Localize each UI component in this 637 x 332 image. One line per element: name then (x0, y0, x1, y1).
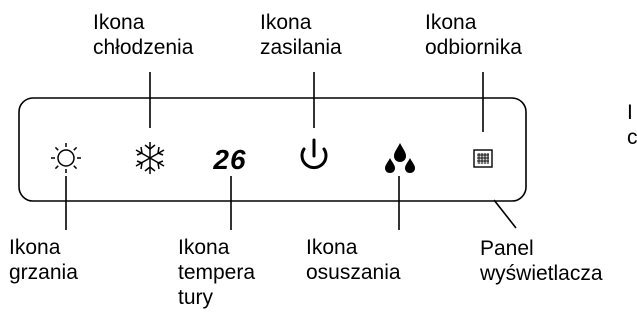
drying-label-line-1: Ikona (306, 236, 358, 259)
heating-label-line-2: grzania (9, 261, 78, 284)
receiver-icon-label: Ikona odbiornika (425, 10, 522, 60)
cooling-label-line-1: Ikona (93, 11, 145, 34)
sun-icon (51, 143, 81, 173)
drying-icon-label: Ikona osuszania (306, 235, 401, 285)
display-panel-outline (18, 97, 527, 202)
receiver-label-line-1: Ikona (425, 11, 477, 34)
receiver-grid-icon (473, 149, 493, 168)
edge-fragment-line-1: I (627, 101, 633, 124)
power-icon (300, 138, 328, 170)
heating-label-line-1: Ikona (9, 236, 61, 259)
temperature-label-line-2: tempera (178, 261, 256, 284)
drying-label-line-2: osuszania (306, 261, 401, 284)
power-label-line-2: zasilania (260, 36, 342, 59)
temperature-label-line-3: tury (178, 286, 214, 309)
edge-fragment-line-2: c (627, 126, 637, 149)
temperature-icon-label: Ikona tempera tury (178, 235, 255, 310)
panel-label-line-2: wyświetlacza (480, 262, 603, 285)
heating-icon-label: Ikona grzania (9, 235, 78, 285)
panel-leader-line (493, 199, 517, 229)
cooling-icon-label: Ikona chłodzenia (93, 10, 193, 60)
display-panel-label: Panel wyświetlacza (480, 236, 603, 286)
snowflake-icon (135, 142, 165, 174)
temperature-readout: 26 (212, 144, 246, 175)
power-label-line-1: Ikona (260, 11, 312, 34)
power-icon-label: Ikona zasilania (260, 10, 342, 60)
edge-text-fragment: I c (627, 100, 637, 150)
temperature-label-line-1: Ikona (178, 236, 230, 259)
receiver-label-line-2: odbiornika (425, 36, 522, 59)
panel-label-line-1: Panel (480, 237, 534, 260)
water-drops-icon (385, 143, 415, 173)
cooling-label-line-2: chłodzenia (93, 36, 194, 59)
